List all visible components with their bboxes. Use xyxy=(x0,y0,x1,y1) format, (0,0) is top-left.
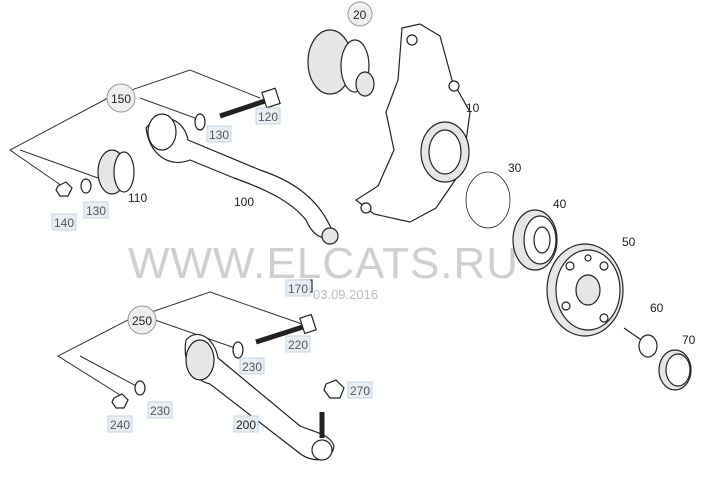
svg-text:140: 140 xyxy=(54,216,74,230)
part-60-bolt xyxy=(623,327,658,358)
svg-text:100: 100 xyxy=(234,195,254,209)
svg-text:170: 170 xyxy=(288,282,308,296)
svg-text:10: 10 xyxy=(466,101,480,115)
group-150-leaders xyxy=(9,69,261,187)
callout-250[interactable]: 250 xyxy=(127,305,157,335)
callout-70[interactable]: 70 xyxy=(682,333,696,347)
watermark-date: 03.09.2016 xyxy=(313,287,378,302)
callout-20[interactable]: 20 xyxy=(347,1,373,27)
part-30-snap-ring xyxy=(465,171,511,229)
svg-text:120: 120 xyxy=(258,110,278,124)
group-250-leaders xyxy=(56,291,306,396)
callout-200[interactable]: 200 xyxy=(233,415,259,433)
watermark-text: WWW.ELCATS.RU xyxy=(128,239,519,288)
callout-110[interactable]: 110 xyxy=(128,191,147,205)
svg-text:150: 150 xyxy=(111,92,131,106)
svg-text:230: 230 xyxy=(242,360,262,374)
svg-text:60: 60 xyxy=(650,301,664,315)
svg-text:30: 30 xyxy=(508,161,522,175)
part-230a-washer xyxy=(232,341,244,359)
part-140-nut xyxy=(55,181,73,197)
svg-text:230: 230 xyxy=(150,404,170,418)
svg-text:70: 70 xyxy=(682,333,696,347)
callout-220[interactable]: 220 xyxy=(285,335,311,353)
part-120-bolt xyxy=(219,87,281,119)
callout-120[interactable]: 120 xyxy=(255,107,281,125)
svg-text:130: 130 xyxy=(209,128,229,142)
part-200-lower-arm xyxy=(184,334,335,461)
callout-100[interactable]: 100 xyxy=(234,195,254,209)
svg-text:270: 270 xyxy=(350,384,370,398)
callout-230a[interactable]: 230 xyxy=(239,357,265,375)
svg-text:220: 220 xyxy=(288,338,308,352)
callout-270[interactable]: 270 xyxy=(347,381,373,399)
part-220-bolt xyxy=(255,313,317,345)
part-50-hub xyxy=(546,243,624,337)
svg-text:200: 200 xyxy=(236,418,256,432)
part-110-bushing xyxy=(97,149,135,195)
svg-text:110: 110 xyxy=(128,191,147,205)
part-270-nut xyxy=(323,379,345,399)
svg-text:130: 130 xyxy=(86,204,106,218)
callout-140[interactable]: 140 xyxy=(51,213,77,231)
callout-130a[interactable]: 130 xyxy=(206,125,232,143)
callout-50[interactable]: 50 xyxy=(622,235,636,249)
callout-30[interactable]: 30 xyxy=(508,161,522,175)
callout-60[interactable]: 60 xyxy=(650,301,664,315)
svg-text:20: 20 xyxy=(353,8,367,22)
part-40-bearing xyxy=(512,209,558,271)
svg-text:240: 240 xyxy=(110,418,130,432)
part-100-upper-arm xyxy=(145,113,339,245)
callout-240[interactable]: 240 xyxy=(107,415,133,433)
part-20-mount xyxy=(307,29,375,97)
callout-40[interactable]: 40 xyxy=(553,197,567,211)
svg-text:40: 40 xyxy=(553,197,567,211)
part-70-cap xyxy=(658,349,692,391)
callout-150[interactable]: 150 xyxy=(106,83,136,113)
part-130a-washer xyxy=(194,113,206,131)
part-10-knuckle xyxy=(354,23,471,223)
callout-230b[interactable]: 230 xyxy=(147,401,173,419)
svg-text:50: 50 xyxy=(622,235,636,249)
part-130b-washer xyxy=(80,178,92,194)
part-240-nut xyxy=(111,393,129,409)
svg-text:250: 250 xyxy=(132,314,152,328)
part-230b-washer xyxy=(134,380,146,396)
callout-10[interactable]: 10 xyxy=(466,101,480,115)
callout-130b[interactable]: 130 xyxy=(83,201,109,219)
callout-170[interactable]: 170 xyxy=(285,279,311,297)
